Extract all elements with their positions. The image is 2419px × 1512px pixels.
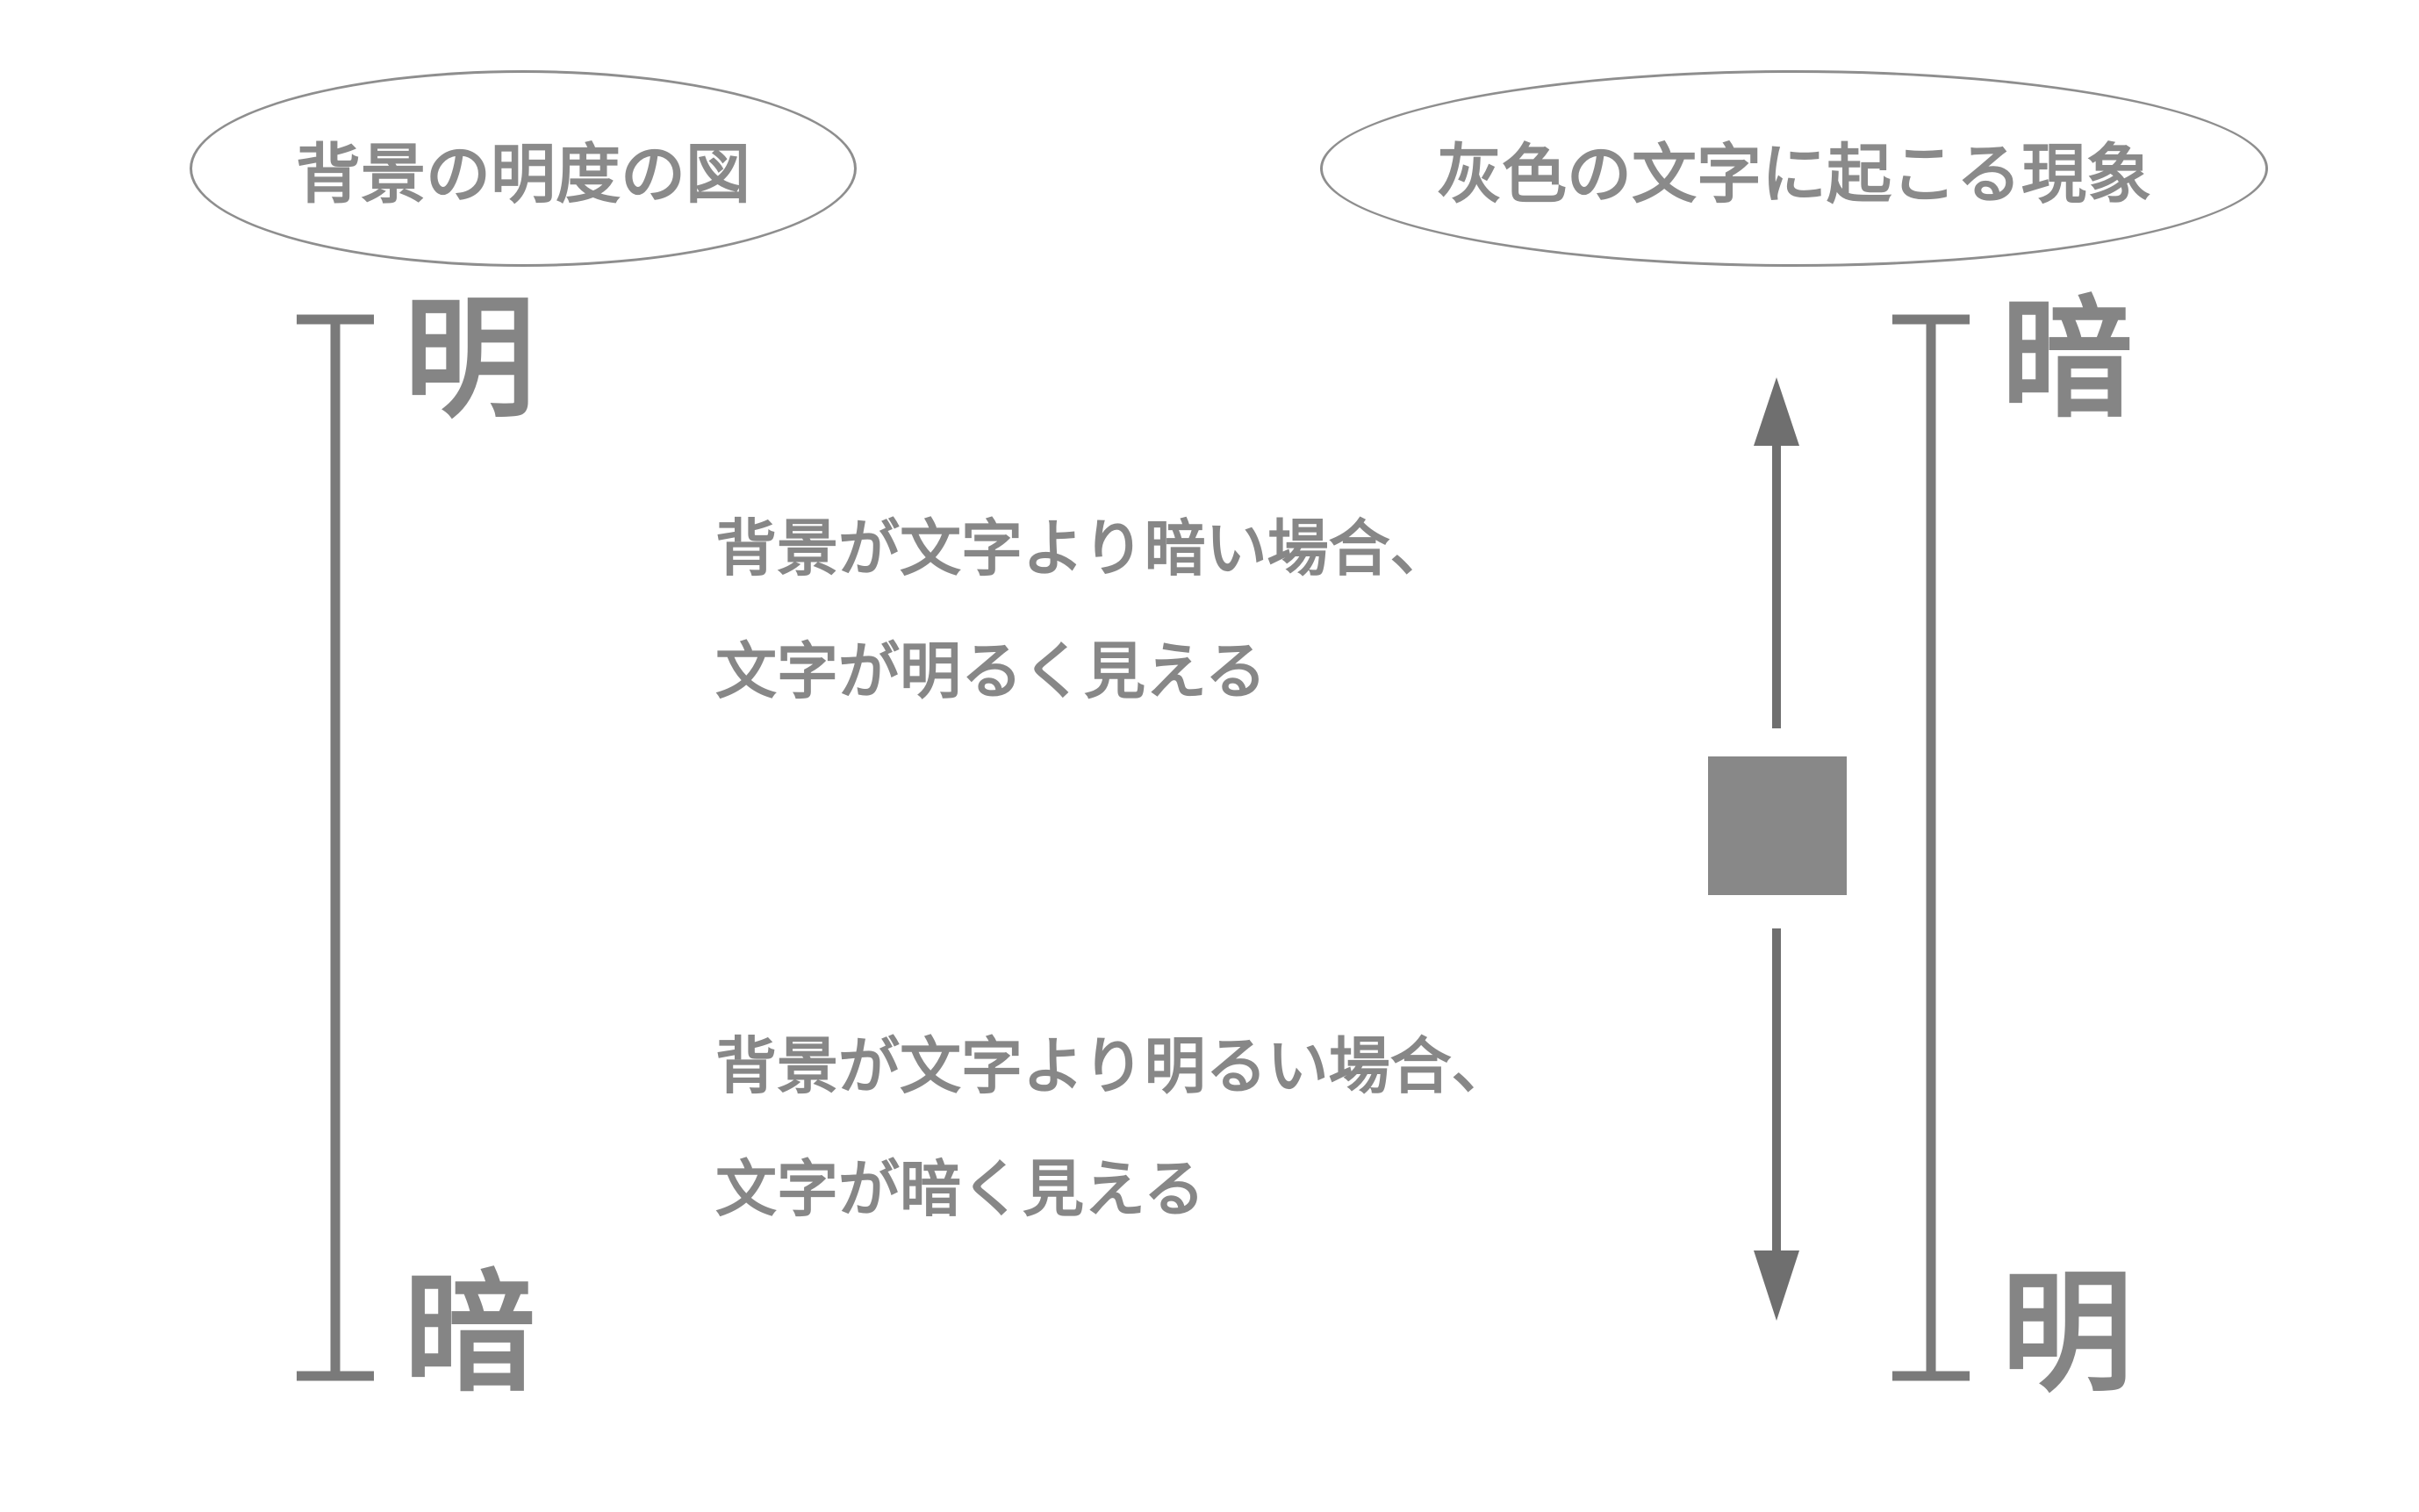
lower-description-line-2: 文字が暗く見える — [715, 1153, 1205, 1225]
left-top-label: 明 — [404, 283, 536, 436]
right-bottom-label: 明 — [2001, 1258, 2134, 1410]
right-title-oval: 灰色の文字に起こる現象 — [1320, 70, 2268, 267]
right-brightness-scale — [1892, 314, 1970, 1381]
right-top-label: 暗 — [2001, 283, 2134, 436]
up-arrow — [1754, 377, 1799, 728]
upper-description-line-1: 背景が文字より暗い場合、 — [715, 512, 1452, 584]
left-bottom-label: 暗 — [404, 1258, 536, 1410]
upper-description-line-2: 文字が明るく見える — [715, 635, 1267, 707]
down-arrow — [1754, 928, 1799, 1321]
left-title: 背景の明度の図 — [296, 136, 750, 212]
right-title: 灰色の文字に起こる現象 — [1437, 136, 2151, 212]
left-brightness-scale — [297, 314, 374, 1381]
gray-square — [1708, 756, 1847, 895]
left-title-oval: 背景の明度の図 — [190, 70, 857, 267]
lower-description-line-1: 背景が文字より明るい場合、 — [715, 1030, 1513, 1102]
